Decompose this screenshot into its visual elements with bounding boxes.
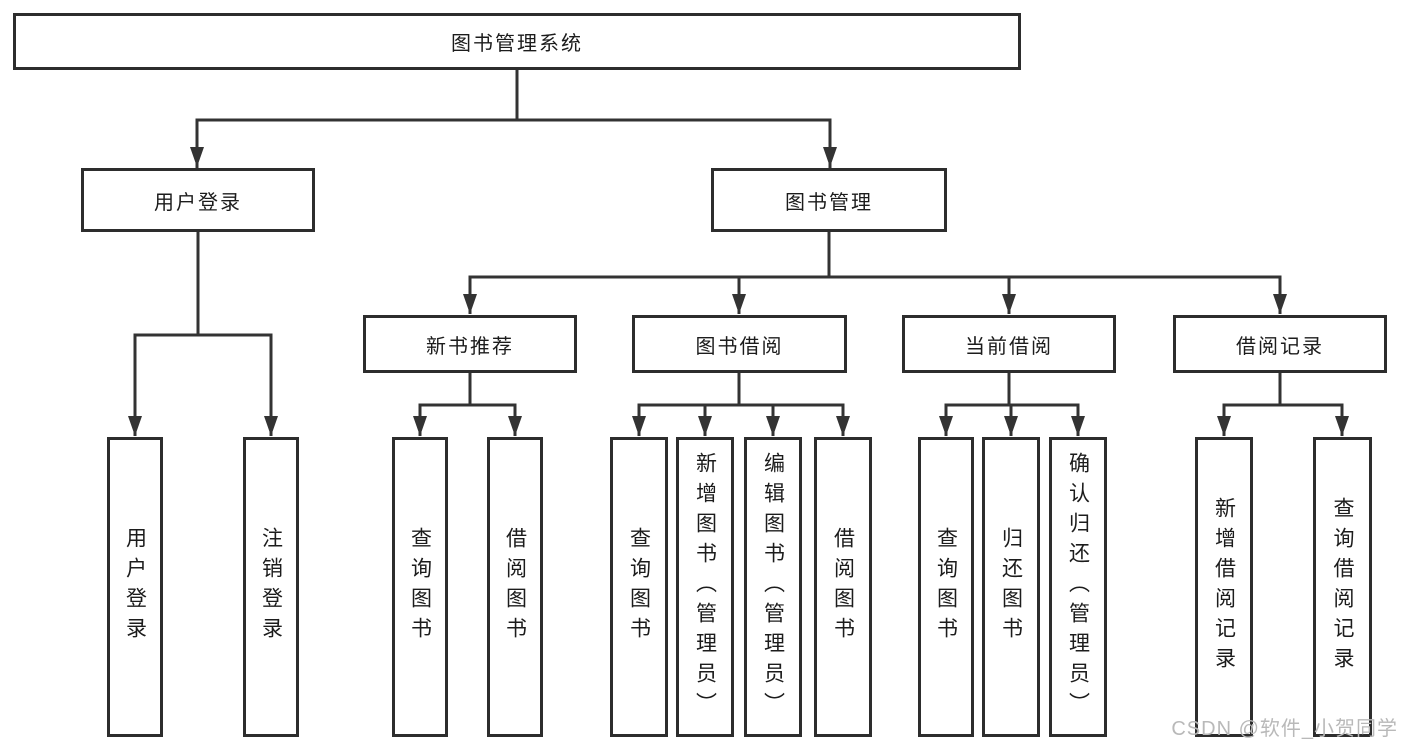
leaf-return-books-label: 归还图书	[999, 527, 1023, 647]
leaf-user-login-label: 用户登录	[123, 527, 147, 647]
leaf-user-login: 用户登录	[107, 437, 163, 737]
csdn-watermark: CSDN @软件_小贺同学	[1171, 718, 1398, 740]
leaf-query-books-recommend-label: 查询图书	[408, 527, 432, 647]
connector-records-rail	[1222, 403, 1344, 436]
leaf-add-borrow-record-label: 新增借阅记录	[1212, 497, 1236, 677]
leaf-confirm-return-admin-label: 确认归还（管理员）	[1066, 452, 1090, 722]
node-book-borrowing-label: 图书借阅	[695, 335, 784, 358]
leaf-borrow-books: 借阅图书	[814, 437, 872, 737]
leaf-edit-books-admin: 编辑图书（管理员）	[744, 437, 802, 737]
leaf-borrow-books-label: 借阅图书	[831, 527, 855, 647]
leaf-borrow-books-recommend: 借阅图书	[487, 437, 543, 737]
arrowheads	[128, 147, 1349, 436]
leaf-confirm-return-admin: 确认归还（管理员）	[1049, 437, 1107, 737]
leaf-return-books: 归还图书	[982, 437, 1040, 737]
leaf-logout-label: 注销登录	[259, 527, 283, 647]
leaf-add-books-admin: 新增图书（管理员）	[676, 437, 734, 737]
node-borrowing-records-label: 借阅记录	[1236, 335, 1324, 358]
node-new-book-recommend: 新书推荐	[363, 315, 577, 373]
node-root: 图书管理系统	[13, 13, 1021, 70]
node-user-login-label: 用户登录	[154, 191, 242, 214]
connector-borrowing-rail	[637, 403, 845, 436]
connector-level2-rail	[468, 275, 1282, 314]
node-current-borrowing: 当前借阅	[902, 315, 1116, 373]
leaf-query-books-borrowing: 查询图书	[610, 437, 668, 737]
node-current-borrowing-label: 当前借阅	[965, 335, 1053, 358]
node-book-borrowing: 图书借阅	[632, 315, 847, 373]
node-book-management: 图书管理	[711, 168, 947, 232]
connector-level1-rail	[195, 118, 832, 168]
node-user-login: 用户登录	[81, 168, 315, 232]
node-book-management-label: 图书管理	[785, 191, 873, 214]
connector-userlogin-rail	[133, 333, 273, 436]
leaf-logout: 注销登录	[243, 437, 299, 737]
leaf-add-borrow-record: 新增借阅记录	[1195, 437, 1253, 737]
leaf-add-books-admin-label: 新增图书（管理员）	[693, 452, 717, 722]
connector-newbooks-rail	[418, 403, 517, 436]
leaf-query-borrow-record: 查询借阅记录	[1313, 437, 1372, 737]
leaf-query-borrow-record-label: 查询借阅记录	[1331, 497, 1354, 677]
leaf-query-books-current: 查询图书	[918, 437, 974, 737]
node-new-book-recommend-label: 新书推荐	[426, 335, 514, 358]
leaf-query-books-borrowing-label: 查询图书	[627, 527, 651, 647]
leaf-query-books-recommend: 查询图书	[392, 437, 448, 737]
leaf-borrow-books-recommend-label: 借阅图书	[503, 527, 527, 647]
leaf-edit-books-admin-label: 编辑图书（管理员）	[761, 452, 785, 722]
node-borrowing-records: 借阅记录	[1173, 315, 1387, 373]
node-root-label: 图书管理系统	[451, 33, 583, 55]
leaf-query-books-current-label: 查询图书	[934, 527, 958, 647]
